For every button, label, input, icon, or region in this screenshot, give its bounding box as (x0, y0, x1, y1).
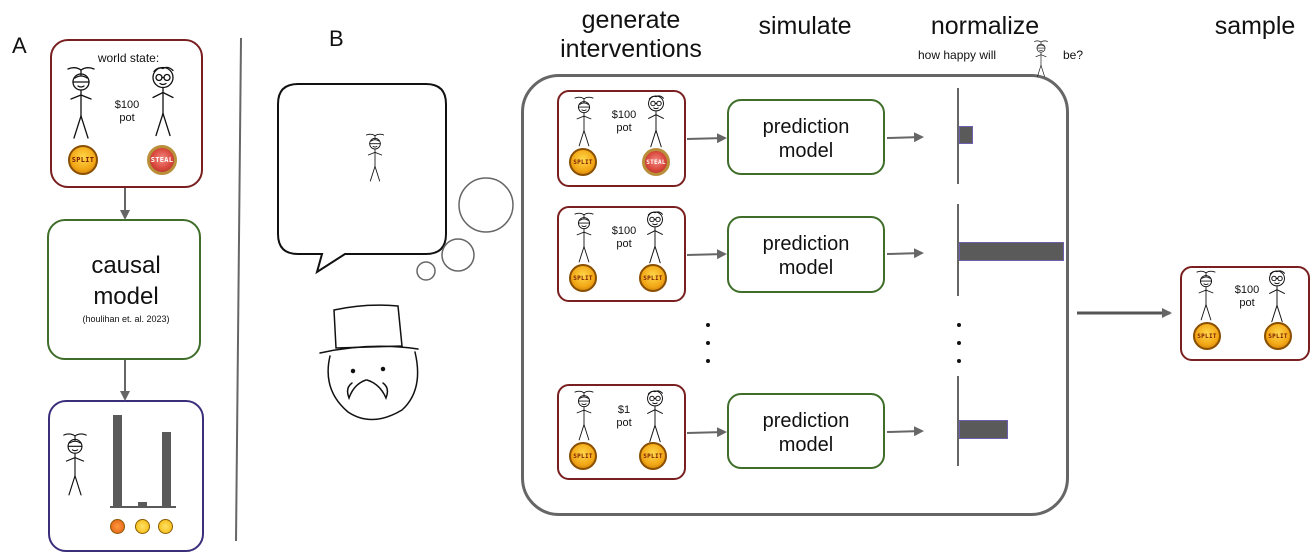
intervention-2-pot-amount: $100 (611, 225, 637, 237)
intervention-card-1: $100 pot SPLIT STEAL (557, 90, 686, 187)
intervention-card-3: $1 pot SPLIT SPLIT (557, 384, 686, 480)
emotion-bar-sad (162, 432, 171, 507)
intervention-3-pot-amount: $1 (617, 404, 631, 416)
intervention-card-2: $100 pot SPLIT SPLIT (557, 206, 686, 302)
causal-model-title: causal model (91, 252, 161, 310)
happiness-bar-3 (959, 420, 1008, 439)
panel-a-letter: A (12, 33, 27, 58)
top-hat-character-icon (319, 304, 419, 421)
happiness-bar-1 (959, 126, 973, 144)
split-coin-icon: SPLIT (639, 442, 667, 470)
split-coin-icon: SPLIT (1264, 322, 1292, 350)
normalize-question: how happy will be? (918, 48, 1108, 62)
step-normalize: normalize (930, 12, 1040, 40)
ellipsis-normalize (955, 317, 965, 367)
thought-bubble-large (458, 177, 514, 233)
thought-bubble-medium (441, 238, 475, 272)
speech-bubble-text: how could i make feel as happy as possib… (295, 98, 408, 246)
emotion-result-box (48, 400, 204, 552)
speech-line-1: how could i (295, 99, 391, 120)
world-state-label: world state: (97, 51, 160, 65)
speech-line-3: feel as (295, 199, 357, 220)
step-sample: sample (1214, 12, 1296, 40)
sample-pot-amount: $100 (1234, 284, 1260, 296)
intervention-3-pot-label: pot (616, 417, 632, 429)
angry-face-icon (110, 519, 125, 534)
crying-face-icon (158, 519, 173, 534)
emotion-bar-happy (138, 502, 147, 507)
pot-amount: $100 (114, 99, 140, 111)
speech-line-4: as possible? (295, 223, 401, 244)
emotion-baseline (110, 506, 176, 508)
prediction-model-box-1: prediction model (727, 99, 885, 175)
split-coin-icon: SPLIT (68, 145, 98, 175)
ellipsis-interventions (704, 317, 714, 367)
causal-model-citation: (houlihan et. al. 2023) (82, 314, 170, 324)
step-generate-interventions: generate interventions (560, 6, 702, 63)
intervention-2-pot-label: pot (616, 238, 632, 250)
intervention-1-pot-amount: $100 (611, 109, 637, 121)
split-coin-icon: SPLIT (569, 148, 597, 176)
emotion-bar-angry (113, 415, 122, 507)
smiling-face-icon (135, 519, 150, 534)
prediction-model-box-2: prediction model (727, 216, 885, 293)
prediction-model-box-3: prediction model (727, 393, 885, 469)
sample-pot-label: pot (1239, 297, 1255, 309)
split-coin-icon: SPLIT (639, 264, 667, 292)
steal-coin-icon: STEAL (642, 148, 670, 176)
normalize-question-prefix: how happy will (918, 48, 997, 62)
panel-b-letter: B (329, 26, 344, 51)
steal-coin-icon: STEAL (147, 145, 177, 175)
normalize-question-suffix: be? (1063, 48, 1084, 62)
speech-line-2: make (295, 131, 342, 152)
world-state-box: world state: $100 pot SPLIT STEAL (50, 39, 203, 188)
intervention-1-pot-label: pot (616, 122, 632, 134)
split-coin-icon: SPLIT (1193, 322, 1221, 350)
thought-bubble-small (416, 261, 436, 281)
speech-highlight-happy: happy (356, 199, 409, 220)
intervention-container (521, 74, 1069, 516)
split-coin-icon: SPLIT (569, 264, 597, 292)
split-coin-icon: SPLIT (569, 442, 597, 470)
pot-label: pot (119, 112, 135, 124)
panel-divider (235, 37, 242, 542)
happiness-bar-2 (959, 242, 1064, 261)
sample-result-card: $100 pot SPLIT SPLIT (1180, 266, 1310, 361)
step-simulate: simulate (758, 12, 852, 40)
causal-model-box: causal model (houlihan et. al. 2023) (47, 219, 201, 360)
